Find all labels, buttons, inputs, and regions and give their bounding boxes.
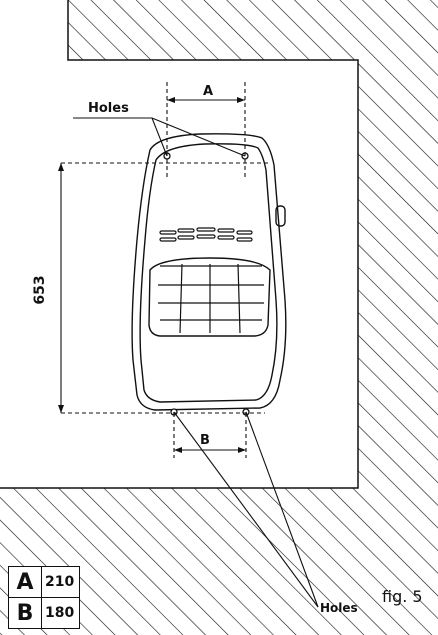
holes-label-top: Holes <box>88 101 129 116</box>
table-row: B 180 <box>8 597 80 629</box>
vent-slots <box>159 227 253 242</box>
dimension-table: A 210 B 180 <box>8 566 80 629</box>
dimension-lines <box>60 82 270 458</box>
dimension-b-label: B <box>200 433 210 448</box>
mounting-holes <box>163 152 250 416</box>
dimension-key: B <box>8 597 42 629</box>
dimension-value: 210 <box>41 566 80 598</box>
heater-outline <box>131 133 287 411</box>
figure-label: fig. 5 <box>382 587 423 606</box>
dimension-a-label: A <box>203 84 213 99</box>
height-dimension-label: 653 <box>32 275 48 304</box>
leader-lines <box>73 117 319 608</box>
dimension-arrowheads <box>58 97 246 453</box>
holes-label-bottom: Holes <box>320 601 358 615</box>
dimension-value: 180 <box>41 597 80 629</box>
dimension-key: A <box>8 566 42 598</box>
table-row: A 210 <box>8 566 80 598</box>
